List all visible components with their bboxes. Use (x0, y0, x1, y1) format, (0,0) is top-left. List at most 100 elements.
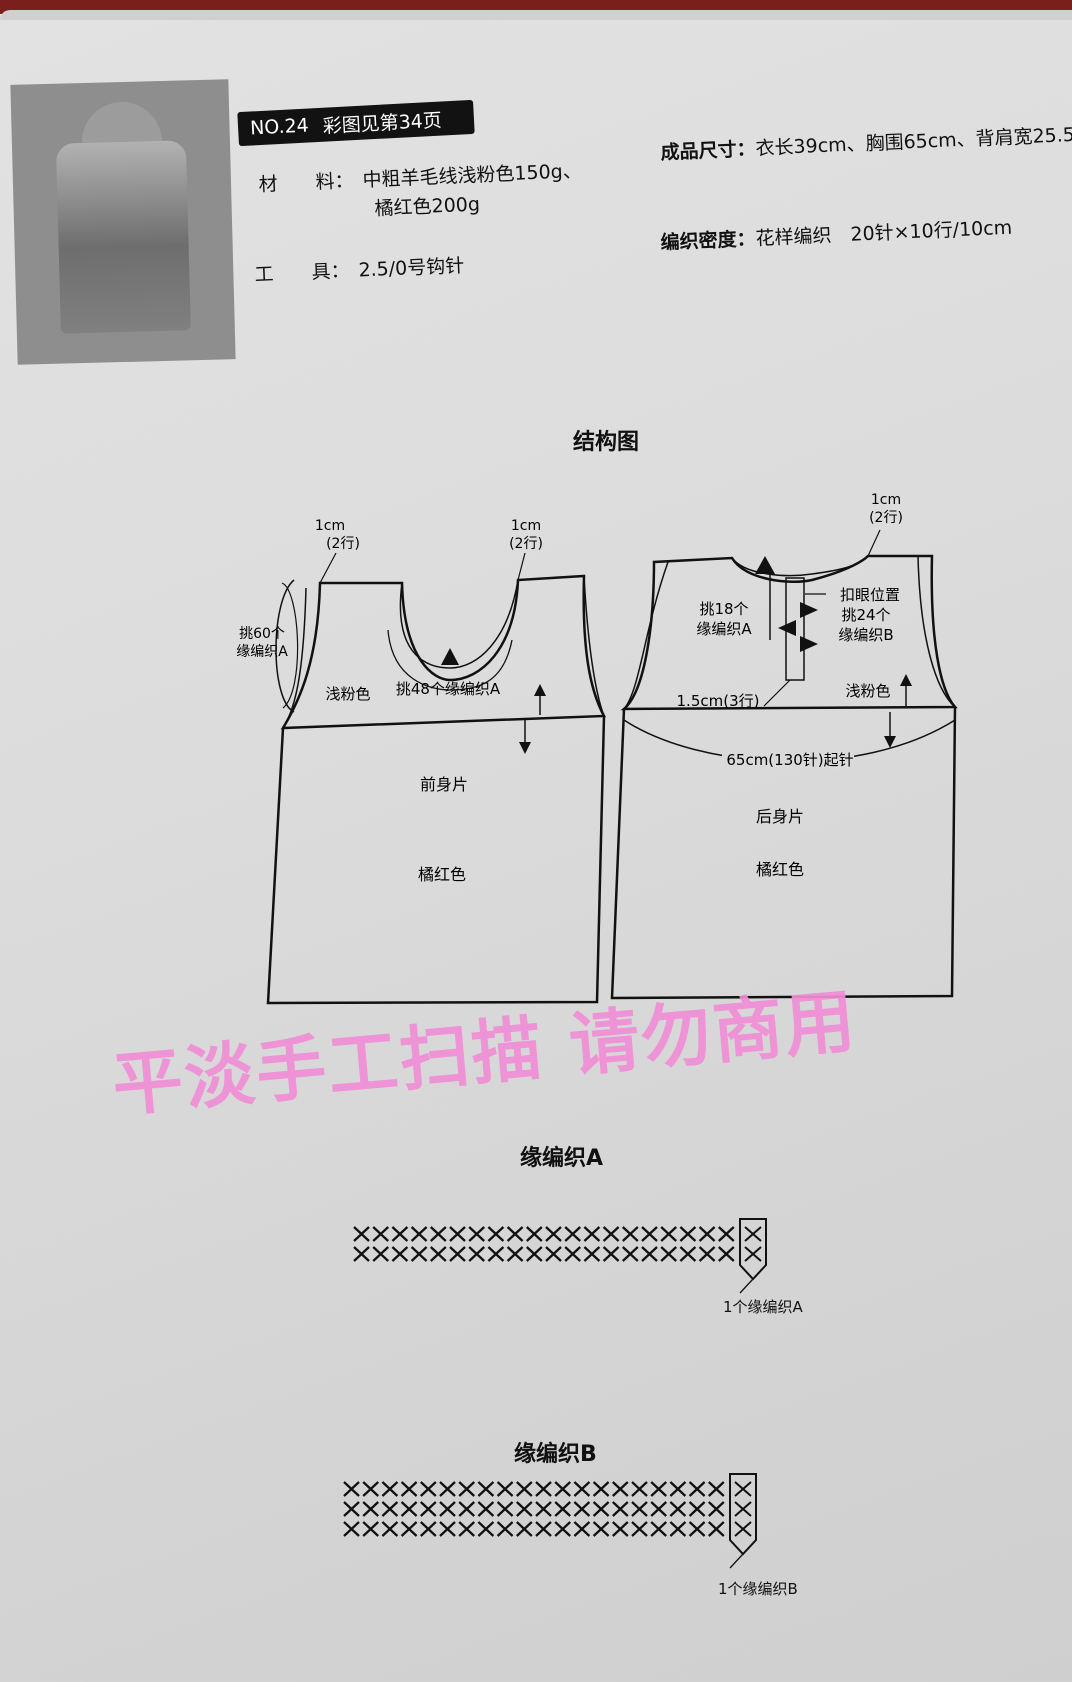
front-inner-trim (282, 587, 307, 729)
back-neck-pickup-line2: 缘编织A (696, 620, 752, 638)
edge-b-stitch (400, 1521, 418, 1537)
edge-a-stitch (660, 1226, 677, 1242)
front-body-outline (266, 715, 606, 1005)
edge-b-stitch (477, 1501, 495, 1517)
edge-a-stitch (602, 1226, 620, 1242)
edge-b-stitch (516, 1521, 533, 1537)
edge-b-stitch (688, 1501, 706, 1517)
edge-b-stitch (708, 1521, 725, 1537)
back-neck-arrow-up (755, 556, 775, 574)
edge-b-stitch (477, 1521, 495, 1537)
edge-b-stitch (612, 1481, 629, 1497)
edge-a-stitch (583, 1226, 601, 1242)
armhole-pickup-line2: 缘编织A (236, 644, 288, 660)
edge-b-end-stitch (734, 1521, 752, 1537)
edge-a-stitch (718, 1226, 735, 1242)
edge-b-end-stitch (734, 1481, 752, 1497)
edge-a-stitch (641, 1246, 658, 1262)
edge-b-stitch (496, 1501, 514, 1517)
back-strap-size: 1cm (871, 492, 901, 508)
front-neck-pickup: 挑48个缘编织A (396, 680, 501, 698)
edge-b-stitch (592, 1481, 610, 1497)
edge-b-stitch (362, 1501, 379, 1517)
buttonhole-line2: 挑24个 (841, 606, 890, 624)
back-neck-trim (731, 555, 869, 577)
edge-b-stitch (381, 1481, 399, 1497)
armhole-pickup-line1: 挑60个 (239, 626, 285, 642)
edge-b-stitch (343, 1481, 360, 1497)
edge-b-stitch (343, 1521, 360, 1537)
front-left-strap-leader (319, 552, 337, 584)
back-yoke-line (623, 706, 956, 710)
front-left-strap-size: 1cm (315, 518, 345, 534)
edge-b-stitch (535, 1481, 552, 1497)
edge-a-end-stitch (744, 1246, 762, 1262)
edge-a-stitch (372, 1246, 389, 1262)
edge-a-stitch (526, 1246, 543, 1262)
edge-a-end-motif (739, 1218, 767, 1281)
back-piece-name: 后身片 (756, 807, 804, 826)
placket-width: 1.5cm(3行) (677, 692, 760, 710)
edge-a-stitch (526, 1226, 543, 1242)
buttonhole-line1: 扣眼位置 (840, 586, 900, 604)
back-yoke-outline (620, 554, 958, 711)
edge-b-stitch (631, 1521, 648, 1537)
edge-b-caption: 1个缘编织B (718, 1580, 798, 1598)
edge-a-stitch (583, 1246, 601, 1262)
edge-b-stitch (631, 1501, 648, 1517)
front-yoke-outline (280, 574, 607, 730)
edge-a-stitch (353, 1226, 370, 1242)
front-right-strap-leader (517, 552, 526, 581)
edge-b-stitch (458, 1521, 475, 1537)
edge-b-stitch (420, 1521, 437, 1537)
back-yoke-color: 浅粉色 (845, 682, 890, 700)
back-neck-arrow-left (778, 620, 796, 636)
front-right-strap-rows: (2行) (509, 536, 543, 552)
edge-b-stitch (458, 1501, 475, 1517)
edge-a-caption-leader (739, 1278, 754, 1294)
edge-b-stitch (592, 1521, 610, 1537)
buttonhole-line3: 缘编织B (838, 626, 893, 644)
edge-a-stitch (430, 1246, 447, 1262)
back-neck-pickup-line1: 挑18个 (699, 600, 748, 618)
page-curl (0, 10, 1072, 20)
edge-b-stitch (688, 1481, 706, 1497)
edge-b-stitch (535, 1521, 552, 1537)
edge-b-stitch (554, 1481, 571, 1497)
edge-b-stitch (381, 1521, 399, 1537)
edge-a-stitch (718, 1246, 735, 1262)
edge-a-stitch (468, 1246, 485, 1262)
edge-a-caption: 1个缘编织A (723, 1298, 803, 1316)
edge-b-stitch (516, 1501, 533, 1517)
edge-a-stitch (622, 1246, 639, 1262)
edge-b-stitch (708, 1501, 725, 1517)
edge-a-stitch (468, 1226, 485, 1242)
edge-b-stitch (708, 1481, 725, 1497)
edge-b-stitch (362, 1521, 379, 1537)
back-armhole-inner-right (917, 555, 956, 708)
edge-b-end-motif (729, 1473, 757, 1556)
front-neck-trim-outer (387, 629, 513, 691)
edge-a-stitch (602, 1246, 620, 1262)
edge-b-stitch (612, 1521, 629, 1537)
front-piece-name: 前身片 (420, 775, 468, 794)
edge-b-end-stitch (734, 1501, 752, 1517)
edge-a-stitch (449, 1246, 466, 1262)
edge-b-caption-leader (729, 1553, 744, 1569)
edge-b-stitch (631, 1481, 648, 1497)
front-neck-trim (399, 579, 519, 669)
edge-b-stitch (554, 1521, 571, 1537)
edge-a-stitch (564, 1246, 581, 1262)
edge-a-stitch (622, 1226, 639, 1242)
edge-b-stitch (496, 1521, 514, 1537)
edge-b-stitch (420, 1481, 437, 1497)
front-armhole-inner (583, 575, 605, 717)
edge-b-stitch (592, 1501, 610, 1517)
edge-b-stitch (612, 1501, 629, 1517)
edge-b-stitch (688, 1521, 706, 1537)
cast-on-label-bg (722, 748, 854, 770)
edge-b-stitch (669, 1481, 687, 1497)
edge-b-stitch (573, 1521, 591, 1537)
